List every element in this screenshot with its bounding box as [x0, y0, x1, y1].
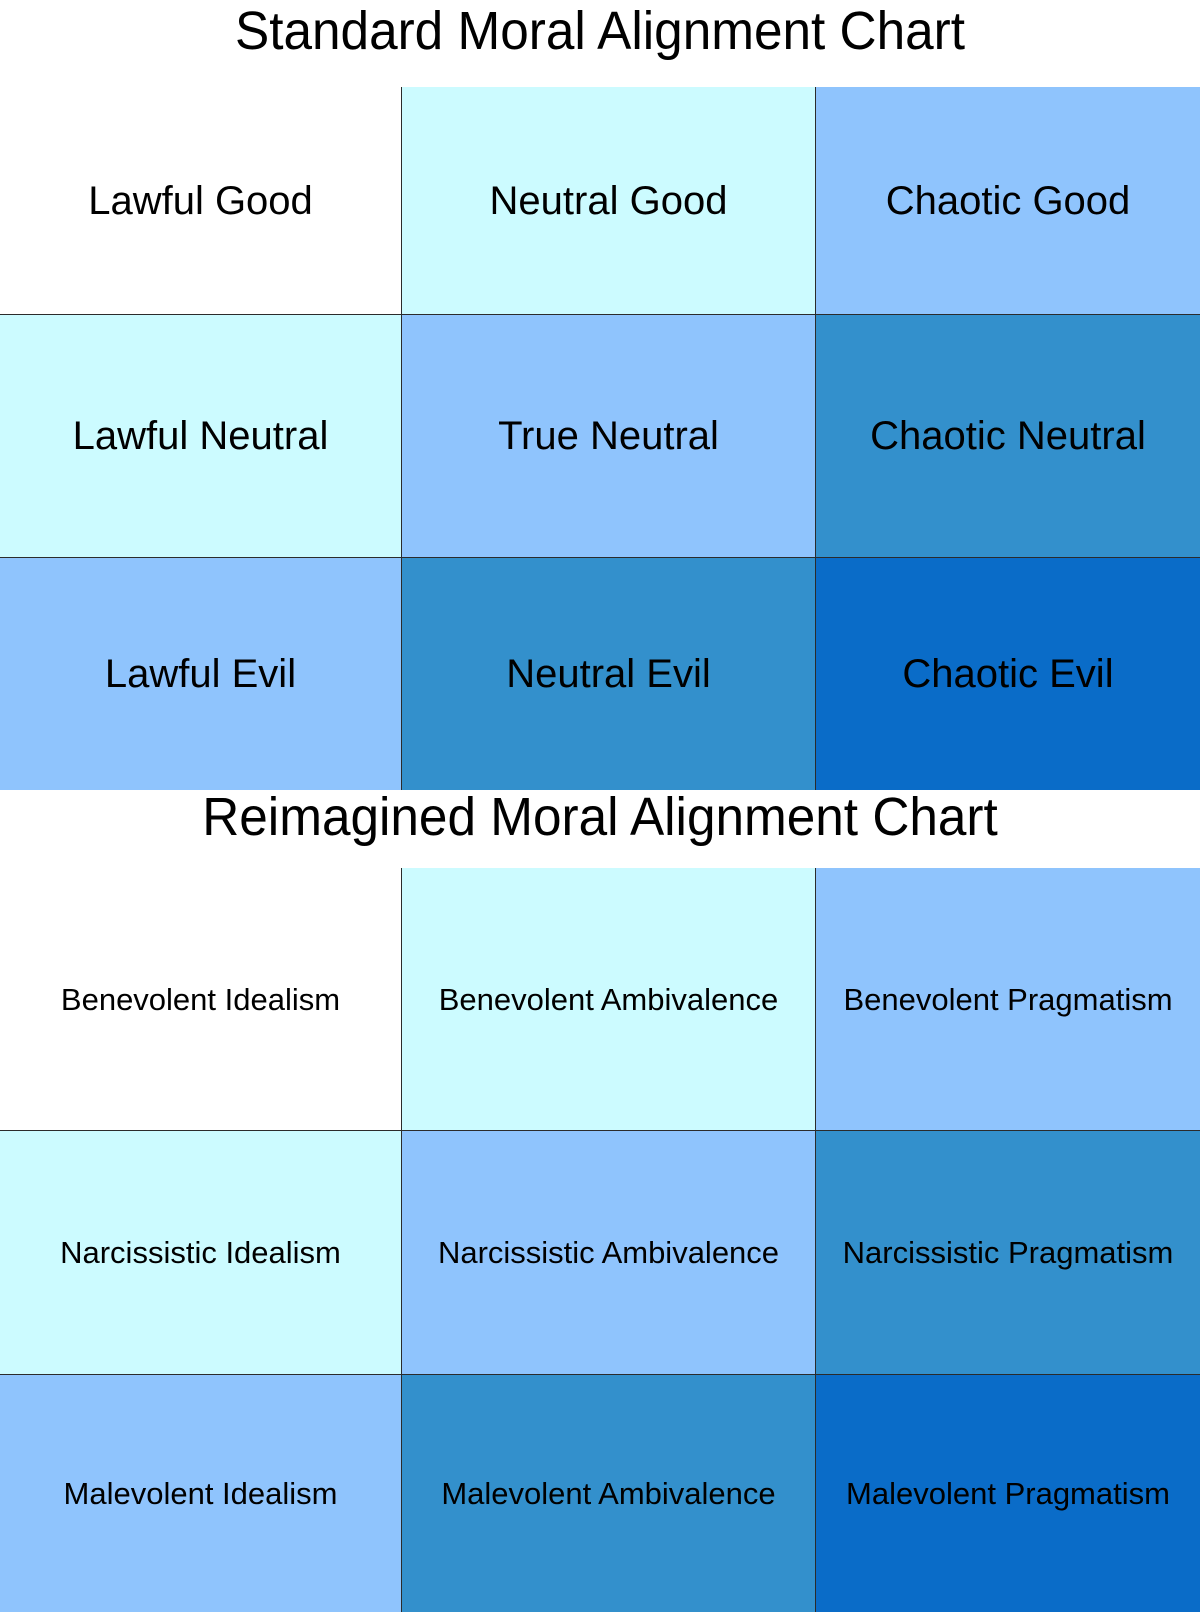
standard-alignment-grid: Lawful Good Neutral Good Chaotic Good La… [0, 87, 1200, 790]
cell-malevolent-ambivalence: Malevolent Ambivalence [402, 1375, 816, 1612]
cell-label: Chaotic Neutral [870, 414, 1146, 458]
cell-chaotic-good: Chaotic Good [816, 87, 1200, 315]
standard-chart-title: Standard Moral Alignment Chart [235, 1, 965, 61]
cell-neutral-good: Neutral Good [402, 87, 816, 315]
cell-label: Lawful Evil [104, 652, 297, 696]
cell-malevolent-idealism: Malevolent Idealism [0, 1375, 402, 1612]
cell-benevolent-idealism: Benevolent Idealism [0, 868, 402, 1131]
cell-label: Chaotic Good [885, 178, 1131, 223]
reimagined-chart-title: Reimagined Moral Alignment Chart [202, 787, 998, 847]
cell-label: Neutral Good [489, 178, 728, 223]
cell-malevolent-pragmatism: Malevolent Pragmatism [816, 1375, 1200, 1612]
cell-label: Benevolent Ambivalence [438, 981, 779, 1017]
cell-lawful-neutral: Lawful Neutral [0, 315, 402, 558]
cell-narcissistic-idealism: Narcissistic Idealism [0, 1131, 402, 1375]
cell-lawful-good: Lawful Good [0, 87, 402, 315]
cell-label: Neutral Evil [506, 652, 711, 696]
cell-narcissistic-ambivalence: Narcissistic Ambivalence [402, 1131, 816, 1375]
cell-true-neutral: True Neutral [402, 315, 816, 558]
cell-benevolent-ambivalence: Benevolent Ambivalence [402, 868, 816, 1131]
cell-narcissistic-pragmatism: Narcissistic Pragmatism [816, 1131, 1200, 1375]
reimagined-alignment-grid: Benevolent Idealism Benevolent Ambivalen… [0, 868, 1200, 1612]
cell-label: True Neutral [498, 414, 719, 458]
cell-chaotic-evil: Chaotic Evil [816, 558, 1200, 790]
cell-label: Benevolent Idealism [60, 981, 341, 1017]
cell-label: Malevolent Idealism [63, 1476, 338, 1511]
cell-benevolent-pragmatism: Benevolent Pragmatism [816, 868, 1200, 1131]
cell-neutral-evil: Neutral Evil [402, 558, 816, 790]
cell-label: Malevolent Pragmatism [846, 1476, 1170, 1511]
cell-label: Chaotic Evil [902, 652, 1114, 696]
cell-label: Benevolent Pragmatism [843, 981, 1173, 1017]
cell-label: Malevolent Ambivalence [441, 1476, 776, 1511]
cell-label: Narcissistic Ambivalence [437, 1235, 780, 1270]
cell-label: Lawful Good [88, 178, 313, 223]
cell-lawful-evil: Lawful Evil [0, 558, 402, 790]
cell-label: Narcissistic Pragmatism [842, 1235, 1174, 1270]
cell-label: Narcissistic Idealism [60, 1235, 341, 1270]
cell-chaotic-neutral: Chaotic Neutral [816, 315, 1200, 558]
cell-label: Lawful Neutral [72, 414, 329, 458]
